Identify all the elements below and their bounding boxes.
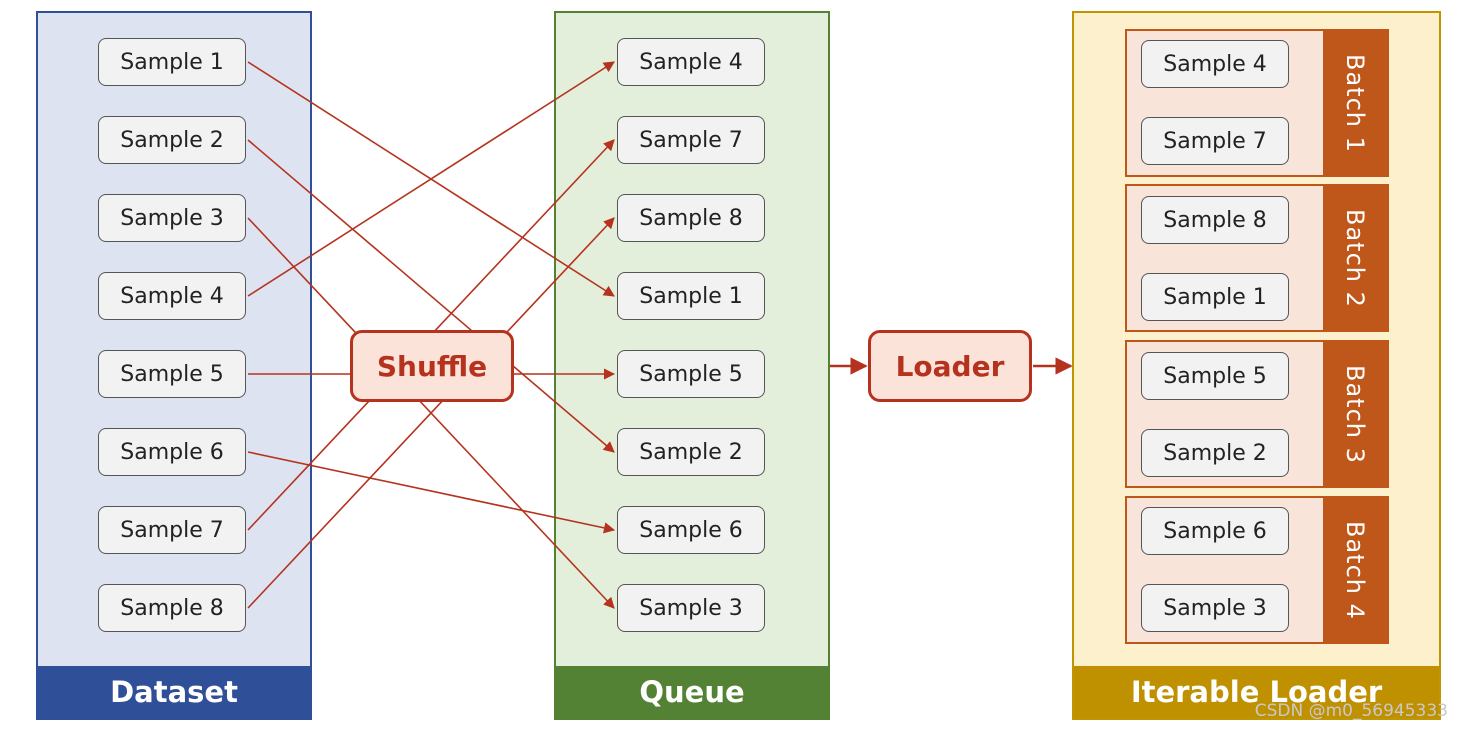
queue-title: Queue [556, 666, 828, 718]
dataset-sample: Sample 5 [98, 350, 246, 398]
queue-sample: Sample 7 [617, 116, 765, 164]
dataset-sample: Sample 7 [98, 506, 246, 554]
batch-sample: Sample 1 [1141, 273, 1289, 321]
loader-box: Loader [868, 330, 1032, 402]
batch-sample: Sample 4 [1141, 40, 1289, 88]
arrow-sample4 [247, 61, 615, 297]
arrow-sample8 [247, 217, 615, 609]
queue-sample: Sample 4 [617, 38, 765, 86]
batch-label-tab: Batch 4 [1323, 498, 1387, 642]
batch-label: Batch 4 [1341, 520, 1369, 620]
dataset-sample: Sample 3 [98, 194, 246, 242]
batch-sample: Sample 7 [1141, 117, 1289, 165]
dataset-title: Dataset [38, 666, 310, 718]
batch-sample: Sample 3 [1141, 584, 1289, 632]
batch-label-tab: Batch 2 [1323, 186, 1387, 330]
batch-label: Batch 2 [1341, 208, 1369, 308]
batch-sample: Sample 8 [1141, 196, 1289, 244]
arrow-sample6 [247, 451, 616, 534]
batch-label: Batch 3 [1341, 364, 1369, 464]
queue-sample: Sample 6 [617, 506, 765, 554]
queue-sample: Sample 5 [617, 350, 765, 398]
queue-sample: Sample 8 [617, 194, 765, 242]
dataset-sample: Sample 4 [98, 272, 246, 320]
watermark: CSDN @m0_56945333 [1254, 701, 1448, 721]
queue-sample: Sample 3 [617, 584, 765, 632]
dataset-sample: Sample 8 [98, 584, 246, 632]
queue-sample: Sample 2 [617, 428, 765, 476]
batch-label: Batch 1 [1341, 53, 1369, 153]
batch-sample: Sample 5 [1141, 352, 1289, 400]
arrow-sample2 [247, 139, 615, 453]
iterable-loader-title: Iterable Loader [1074, 666, 1439, 718]
dataset-sample: Sample 6 [98, 428, 246, 476]
batch-label-tab: Batch 3 [1323, 342, 1387, 486]
dataset-sample: Sample 1 [98, 38, 246, 86]
shuffle-box: Shuffle [350, 330, 514, 402]
queue-sample: Sample 1 [617, 272, 765, 320]
batch-sample: Sample 6 [1141, 507, 1289, 555]
batch-sample: Sample 2 [1141, 429, 1289, 477]
batch-label-tab: Batch 1 [1323, 31, 1387, 175]
dataset-sample: Sample 2 [98, 116, 246, 164]
